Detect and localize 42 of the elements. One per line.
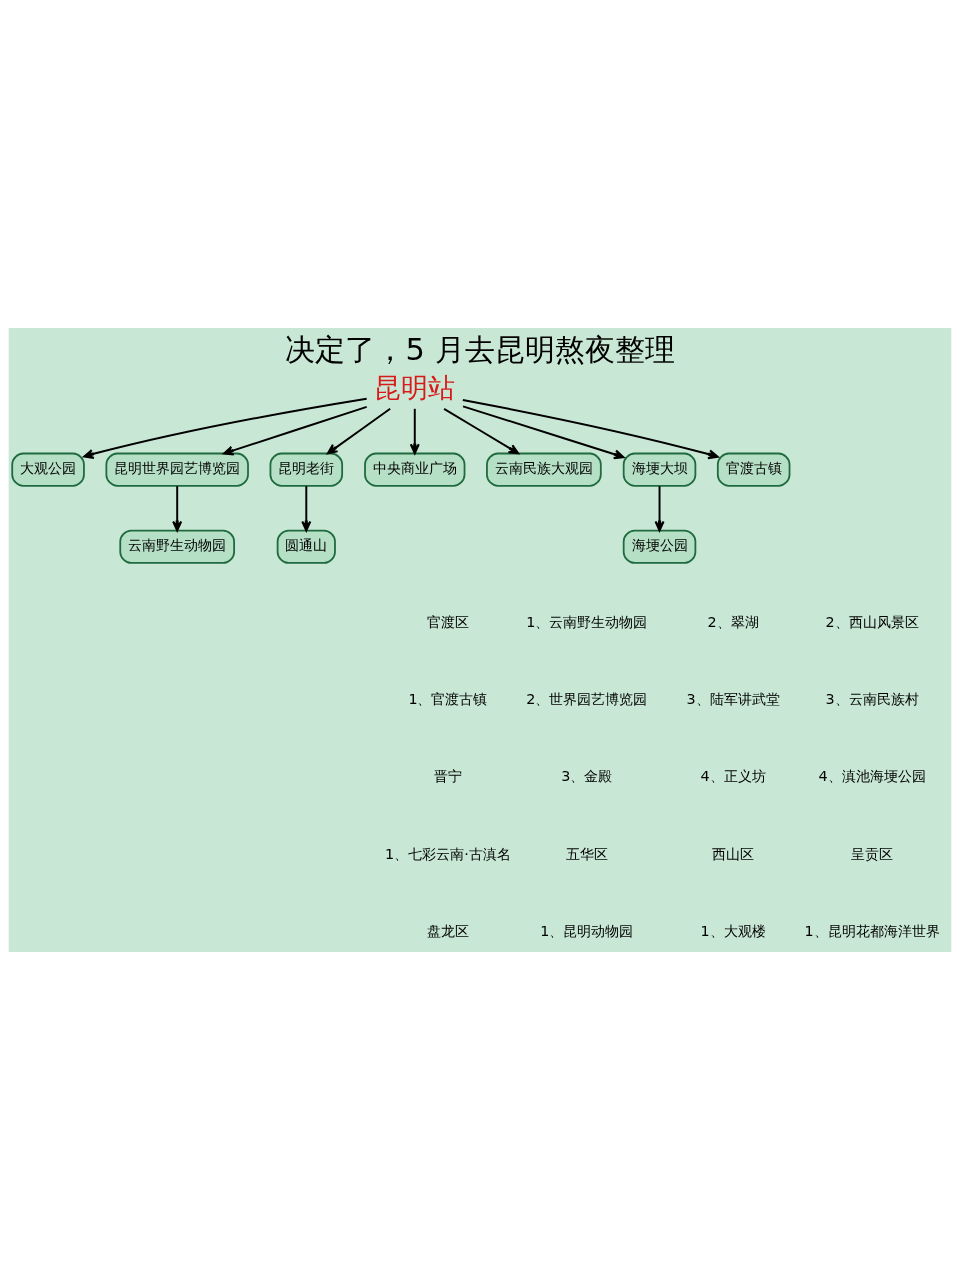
- label: 2、西山风景区: [825, 614, 919, 631]
- node-box: 官渡古镇: [716, 452, 791, 487]
- label: 呈贡区: [851, 845, 894, 862]
- label: 2、翠湖: [707, 614, 759, 631]
- arrow: [83, 397, 368, 459]
- node-box: 昆明老街: [269, 452, 344, 487]
- label: 3、陆军讲武堂: [686, 691, 780, 708]
- label: 4、正义坊: [700, 768, 766, 785]
- node-box: 海埂公园: [622, 529, 697, 564]
- node-box: 中央商业广场: [364, 452, 466, 487]
- label: 1、官渡古镇: [408, 691, 488, 708]
- label: 2、世界园艺博览园: [526, 691, 648, 708]
- node-box: 大观公园: [11, 452, 85, 487]
- label: 1、昆明花都海洋世界: [804, 922, 940, 939]
- node-text: 昆明站: [374, 372, 456, 404]
- arrow: [409, 407, 420, 455]
- label: 官渡区: [426, 614, 469, 631]
- node-box: 云南民族大观园: [486, 452, 602, 487]
- node-box: 昆明世界园艺博览园: [105, 452, 249, 487]
- arrow: [301, 485, 312, 532]
- arrow: [326, 407, 392, 455]
- label: 3、金殿: [561, 768, 613, 785]
- label: 1、云南野生动物园: [526, 614, 648, 631]
- label: 3、云南民族村: [825, 691, 919, 708]
- label: 晋宁: [433, 768, 462, 785]
- arrow: [462, 405, 625, 460]
- arrow: [461, 398, 719, 460]
- label: 五华区: [565, 845, 608, 862]
- label: 1、昆明动物园: [540, 922, 634, 939]
- label: 1、七彩云南·古滇名: [385, 845, 511, 862]
- label: 1、大观楼: [700, 922, 766, 939]
- label: 西山区: [712, 845, 755, 862]
- label: 4、滇池海埂公园: [818, 768, 926, 785]
- arrow: [443, 407, 520, 455]
- diagram-title: 决定了，5 月去昆明熬夜整理: [285, 331, 675, 367]
- node-box: 圆通山: [276, 529, 336, 564]
- arrow: [223, 405, 368, 456]
- arrow: [654, 485, 665, 532]
- arrow: [172, 485, 183, 532]
- node-box: 海埂大坝: [622, 452, 697, 487]
- label: 盘龙区: [426, 922, 469, 939]
- node-box: 云南野生动物园: [119, 529, 235, 564]
